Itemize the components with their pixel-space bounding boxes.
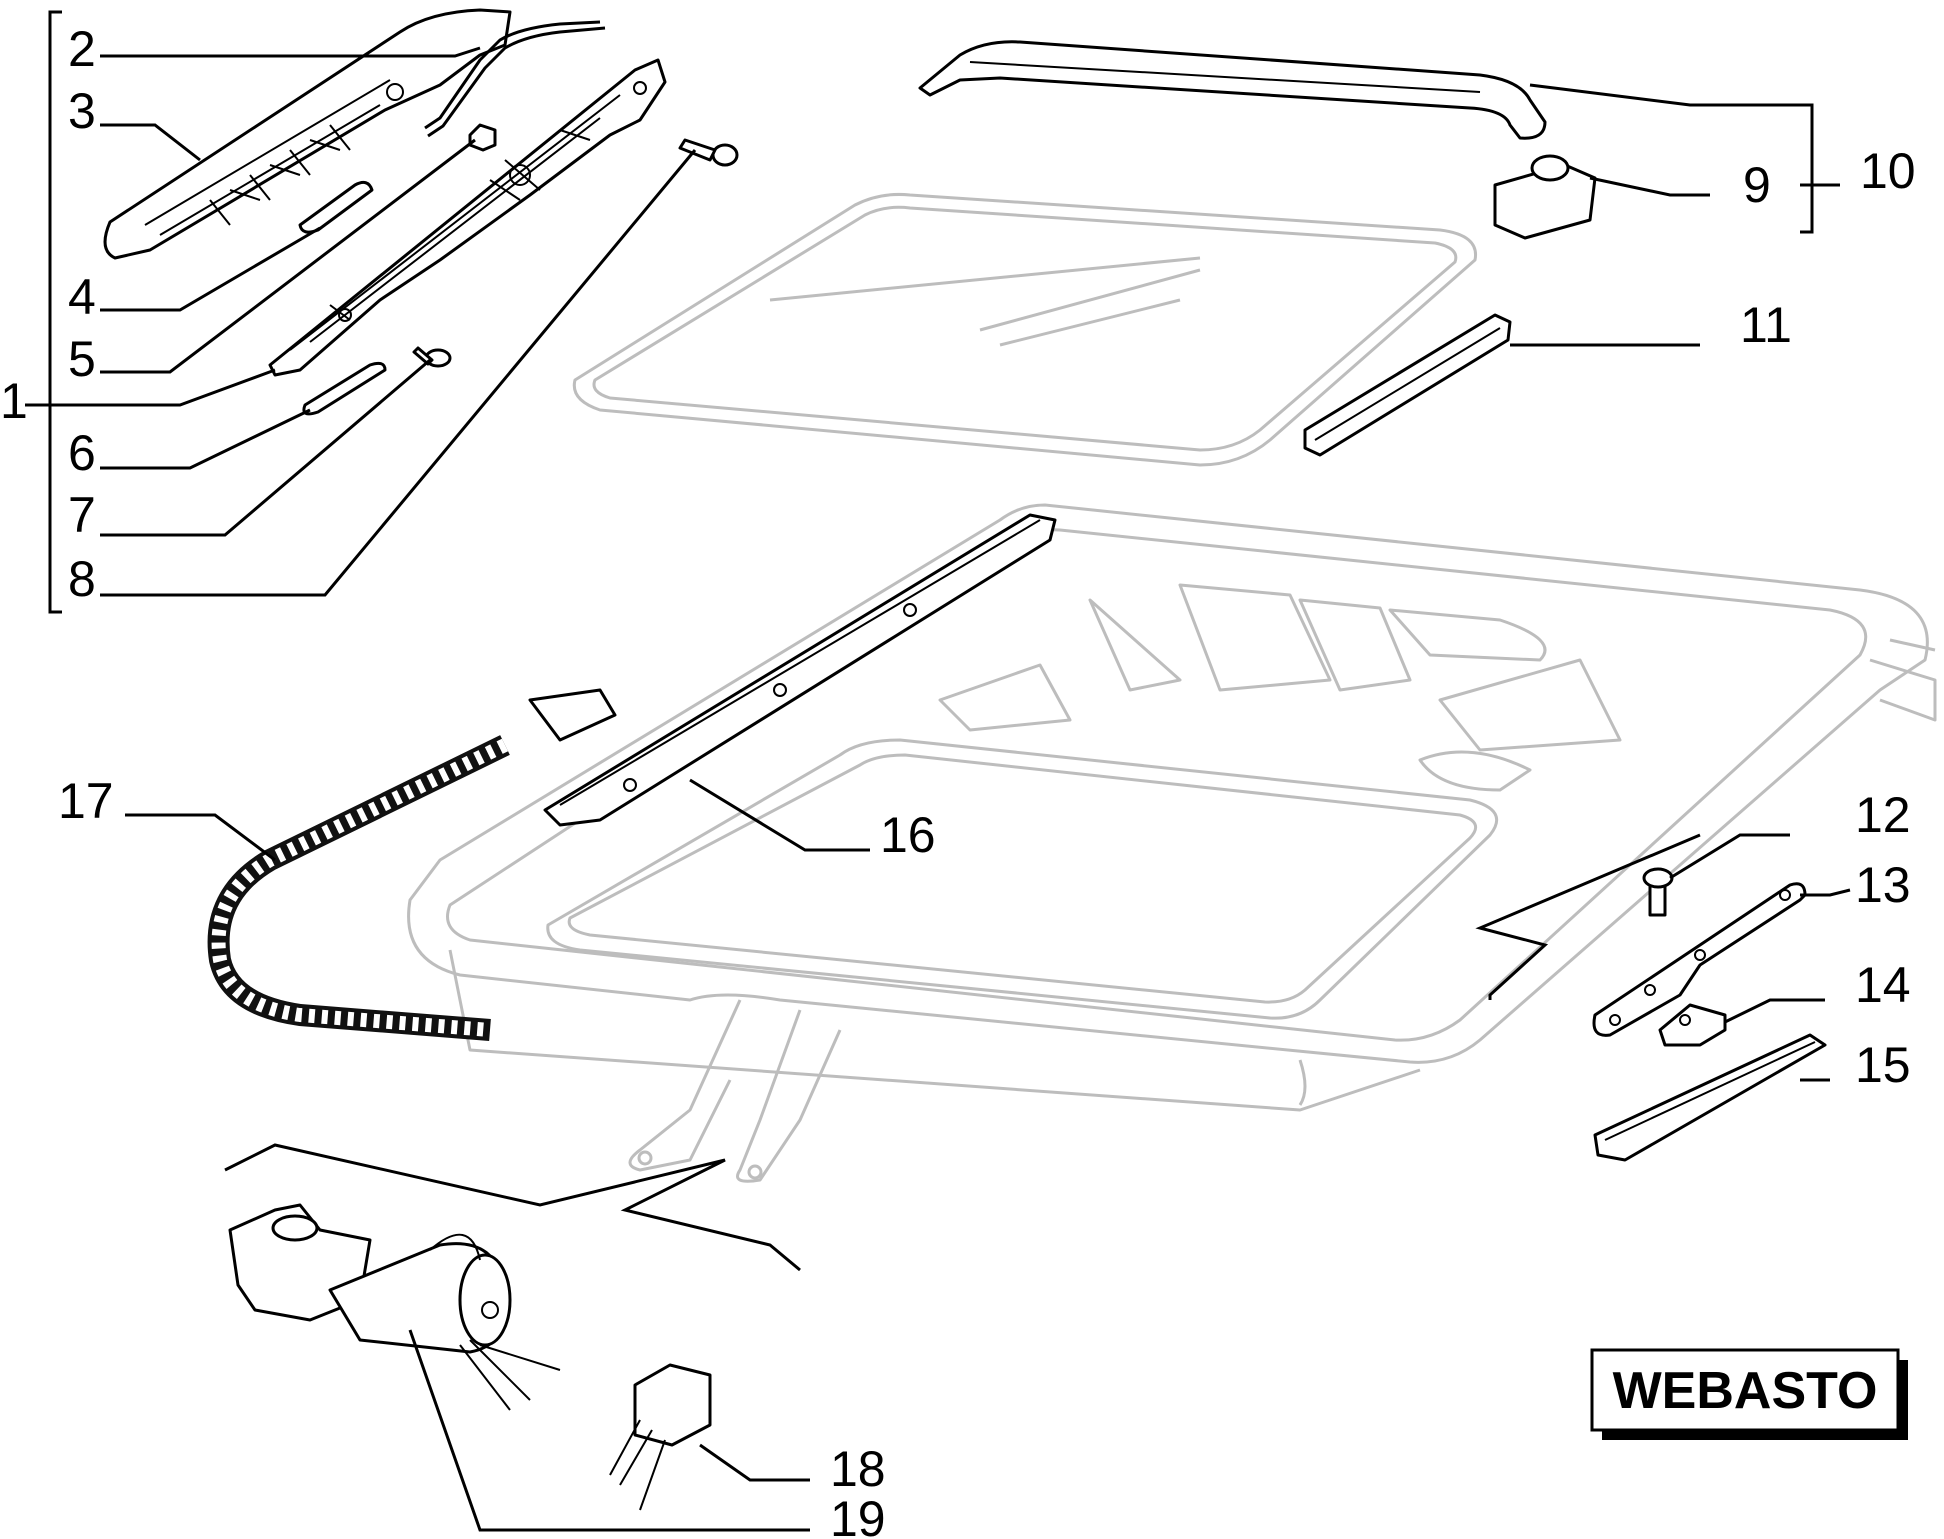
callout-9: 9 (1743, 157, 1771, 213)
stop-block-part (1658, 1003, 1727, 1047)
callout-5: 5 (68, 331, 96, 387)
callout-19: 19 (830, 1491, 886, 1539)
bolt-part (1642, 867, 1674, 917)
callout-14: 14 (1855, 957, 1911, 1013)
callout-17: 17 (58, 773, 114, 829)
nut-part (468, 123, 497, 152)
callout-18: 18 (830, 1441, 886, 1497)
callout-8: 8 (68, 551, 96, 607)
side-guide-part (543, 513, 1057, 827)
callout-12: 12 (1855, 787, 1911, 843)
screw-part (678, 138, 739, 167)
callout-13: 13 (1855, 857, 1911, 913)
brand-label: WEBASTO (1613, 1362, 1878, 1420)
guide-frame-part (103, 8, 512, 260)
rivet-part (412, 346, 452, 368)
brand-box: WEBASTO (1590, 1348, 1908, 1440)
callout-1: 1 (0, 373, 28, 429)
callout-10: 10 (1860, 143, 1916, 199)
bracket-group-10 (1800, 103, 1814, 234)
slider-part (302, 361, 387, 416)
drive-cable-part (207, 688, 617, 1041)
callout-6: 6 (68, 425, 96, 481)
callout-2: 2 (68, 21, 96, 77)
relay-part (609, 1363, 712, 1511)
cable-wire-part (424, 20, 606, 138)
roof-frame (407, 503, 1937, 1183)
callout-labels: 2 3 4 5 1 6 7 8 9 10 11 12 13 14 15 16 1… (0, 21, 1916, 1539)
deflector-bar-part (918, 40, 1547, 140)
glass-panel (572, 193, 1478, 467)
callout-15: 15 (1855, 1037, 1911, 1093)
callout-7: 7 (68, 487, 96, 543)
clip-part (1493, 154, 1597, 240)
rail-strip-part (1593, 1033, 1827, 1162)
pad-part (298, 180, 374, 234)
bracket-group-1-8 (48, 10, 62, 614)
callout-16: 16 (880, 807, 936, 863)
callout-11: 11 (1740, 297, 1792, 353)
motor-part (228, 1203, 561, 1411)
bracket-part (1592, 882, 1807, 1037)
callout-4: 4 (68, 269, 96, 325)
seal-strip-part (1303, 313, 1512, 457)
callout-3: 3 (68, 83, 96, 139)
side-rail-part (268, 58, 667, 377)
leader-lines (25, 10, 1851, 1532)
